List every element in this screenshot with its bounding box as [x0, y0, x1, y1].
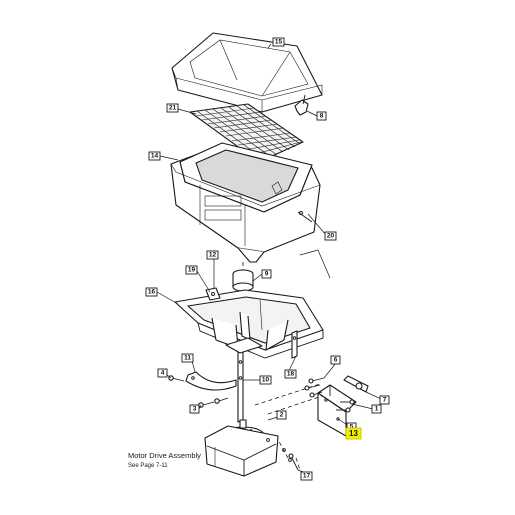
svg-text:9: 9	[265, 271, 269, 278]
motor-housing	[204, 425, 292, 477]
callout-3: 3	[189, 404, 200, 414]
svg-text:14: 14	[151, 153, 159, 160]
callout-10: 10	[259, 375, 272, 385]
svg-text:21: 21	[169, 105, 177, 112]
motor-mount-plate	[317, 384, 357, 437]
motor-drive-note: Motor Drive Assembly See Page 7-11	[128, 451, 201, 469]
svg-text:2: 2	[280, 412, 284, 419]
callout-11: 11	[181, 353, 194, 363]
callout-2: 2	[276, 410, 287, 420]
svg-text:17: 17	[303, 473, 311, 480]
svg-text:20: 20	[327, 233, 335, 240]
callout-19: 19	[185, 265, 198, 275]
svg-text:18: 18	[287, 371, 295, 378]
svg-text:12: 12	[209, 252, 217, 259]
spout	[232, 262, 254, 292]
svg-text:16: 16	[148, 289, 156, 296]
note-title: Motor Drive Assembly	[128, 451, 201, 460]
note-subtitle: See Page 7-11	[128, 463, 168, 469]
svg-text:10: 10	[262, 377, 270, 384]
svg-text:8: 8	[320, 113, 324, 120]
svg-text:7: 7	[383, 397, 387, 404]
callout-16: 16	[145, 287, 158, 297]
hopper-to-frame-lines	[299, 249, 331, 279]
curved-bracket	[185, 371, 237, 391]
callout-21: 21	[166, 103, 179, 113]
callout-15: 15	[272, 37, 285, 47]
callout-18: 18	[284, 369, 297, 379]
svg-text:1: 1	[375, 406, 379, 413]
callout-13: 13	[345, 427, 362, 440]
svg-text:6: 6	[334, 357, 338, 364]
bolts-right	[304, 377, 355, 413]
callout-9: 9	[261, 269, 272, 279]
hopper-bolt	[297, 211, 313, 223]
svg-text:3: 3	[193, 406, 197, 413]
svg-text:5: 5	[350, 424, 354, 431]
svg-text:13: 13	[349, 429, 358, 438]
callout-12: 12	[206, 250, 219, 260]
lid-latch	[294, 94, 309, 116]
callout-20: 20	[324, 231, 337, 241]
svg-text:4: 4	[161, 370, 165, 377]
hopper-body	[170, 142, 321, 263]
hopper-lid	[171, 32, 323, 113]
adjustment-lever	[343, 375, 369, 393]
svg-text:19: 19	[188, 267, 196, 274]
callout-4: 4	[157, 368, 168, 378]
svg-text:11: 11	[184, 355, 191, 362]
screen-grate	[189, 103, 304, 163]
callout-17: 17	[300, 471, 313, 481]
support-bar	[225, 330, 298, 423]
svg-text:15: 15	[275, 39, 283, 46]
motor-bolt	[288, 453, 299, 471]
mounting-frame	[174, 289, 324, 359]
callout-8: 8	[316, 111, 327, 121]
callout-6: 6	[330, 355, 341, 365]
callout-1: 1	[371, 404, 382, 414]
callout-14: 14	[148, 151, 161, 161]
callout-7: 7	[379, 395, 390, 405]
